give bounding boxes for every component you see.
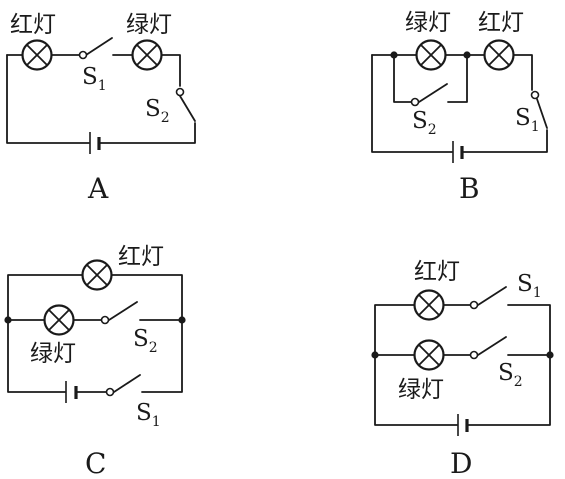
- circuit-d-wires: [374, 304, 551, 426]
- circuit-d-junction-left: [371, 351, 379, 359]
- circuit-b: 绿灯 红灯 S2 S1 B: [371, 10, 548, 205]
- circuit-a-battery: [89, 132, 101, 154]
- circuit-c-switch-s2: [100, 301, 138, 325]
- circuit-a: 红灯 绿灯 S1 S2 A: [6, 12, 196, 205]
- circuit-a-s2-label: S2: [145, 96, 170, 126]
- circuit-b-red-lamp-label: 红灯: [478, 10, 524, 36]
- circuit-c-wires: [7, 274, 183, 393]
- circuit-d-red-lamp-label: 红灯: [414, 259, 460, 285]
- circuit-c-red-lamp: [81, 259, 113, 291]
- circuit-b-wires: [371, 54, 548, 153]
- circuit-b-green-lamp: [415, 39, 447, 71]
- circuit-c-green-lamp: [43, 304, 75, 336]
- switch-letter: S: [498, 360, 514, 386]
- switch-subscript: 2: [428, 122, 437, 138]
- circuit-c-junction-left: [4, 316, 12, 324]
- circuit-c-s1-label: S1: [136, 400, 161, 430]
- option-b-label: B: [459, 172, 480, 205]
- circuit-d-battery: [457, 414, 469, 436]
- circuit-c-battery: [65, 381, 78, 403]
- circuit-d-s2-label: S2: [498, 360, 523, 390]
- circuit-d-s1-label: S1: [517, 271, 542, 301]
- circuit-a-wires: [6, 54, 196, 144]
- circuit-c-green-lamp-label: 绿灯: [30, 341, 76, 367]
- circuit-c-junction-right: [178, 316, 186, 324]
- circuit-c: 红灯 绿灯 S2 S1 C: [4, 244, 186, 479]
- circuit-b-s2-label: S2: [412, 108, 437, 138]
- circuit-a-switch-s2: [175, 87, 196, 122]
- circuit-b-switch-s1: [530, 90, 548, 129]
- circuit-a-green-lamp: [131, 39, 163, 71]
- switch-subscript: 1: [533, 285, 542, 301]
- circuit-c-switch-s1: [105, 374, 141, 397]
- switch-letter: S: [145, 96, 161, 122]
- circuit-d-switch-s2: [469, 336, 507, 360]
- switch-subscript: 1: [531, 119, 540, 135]
- circuit-d-green-lamp: [413, 339, 445, 371]
- circuit-b-junction-right: [463, 51, 471, 59]
- switch-letter: S: [412, 108, 428, 134]
- option-a-label: A: [87, 172, 109, 205]
- circuit-b-green-lamp-label: 绿灯: [405, 10, 451, 36]
- circuit-a-green-lamp-label: 绿灯: [126, 12, 172, 38]
- circuit-a-switch-s1: [78, 37, 113, 60]
- option-c-label: C: [85, 447, 106, 479]
- circuit-b-s1-label: S1: [515, 105, 540, 135]
- circuit-d-red-lamp: [413, 289, 445, 321]
- circuit-d: 红灯 绿灯 S1 S2 D: [371, 259, 554, 479]
- circuit-d-switch-s1: [469, 286, 507, 310]
- switch-subscript: 2: [149, 340, 158, 356]
- circuit-c-red-lamp-label: 红灯: [118, 244, 164, 270]
- switch-subscript: 2: [514, 374, 523, 390]
- circuit-c-s2-label: S2: [133, 326, 158, 356]
- circuit-a-s1-label: S1: [82, 64, 107, 94]
- circuit-b-junction-left: [390, 51, 398, 59]
- circuit-d-green-lamp-label: 绿灯: [398, 377, 444, 403]
- circuit-b-switch-s2: [410, 83, 448, 107]
- switch-letter: S: [133, 326, 149, 352]
- circuit-b-battery: [452, 141, 464, 163]
- switch-subscript: 2: [161, 110, 170, 126]
- circuit-d-junction-right: [546, 351, 554, 359]
- circuit-b-red-lamp: [483, 39, 515, 71]
- option-d-label: D: [450, 447, 472, 479]
- switch-subscript: 1: [98, 78, 107, 94]
- switch-subscript: 1: [152, 414, 161, 430]
- switch-letter: S: [136, 400, 152, 426]
- circuit-a-red-lamp: [21, 39, 53, 71]
- switch-letter: S: [82, 64, 98, 90]
- switch-letter: S: [517, 271, 533, 297]
- circuit-a-red-lamp-label: 红灯: [10, 12, 56, 38]
- switch-letter: S: [515, 105, 531, 131]
